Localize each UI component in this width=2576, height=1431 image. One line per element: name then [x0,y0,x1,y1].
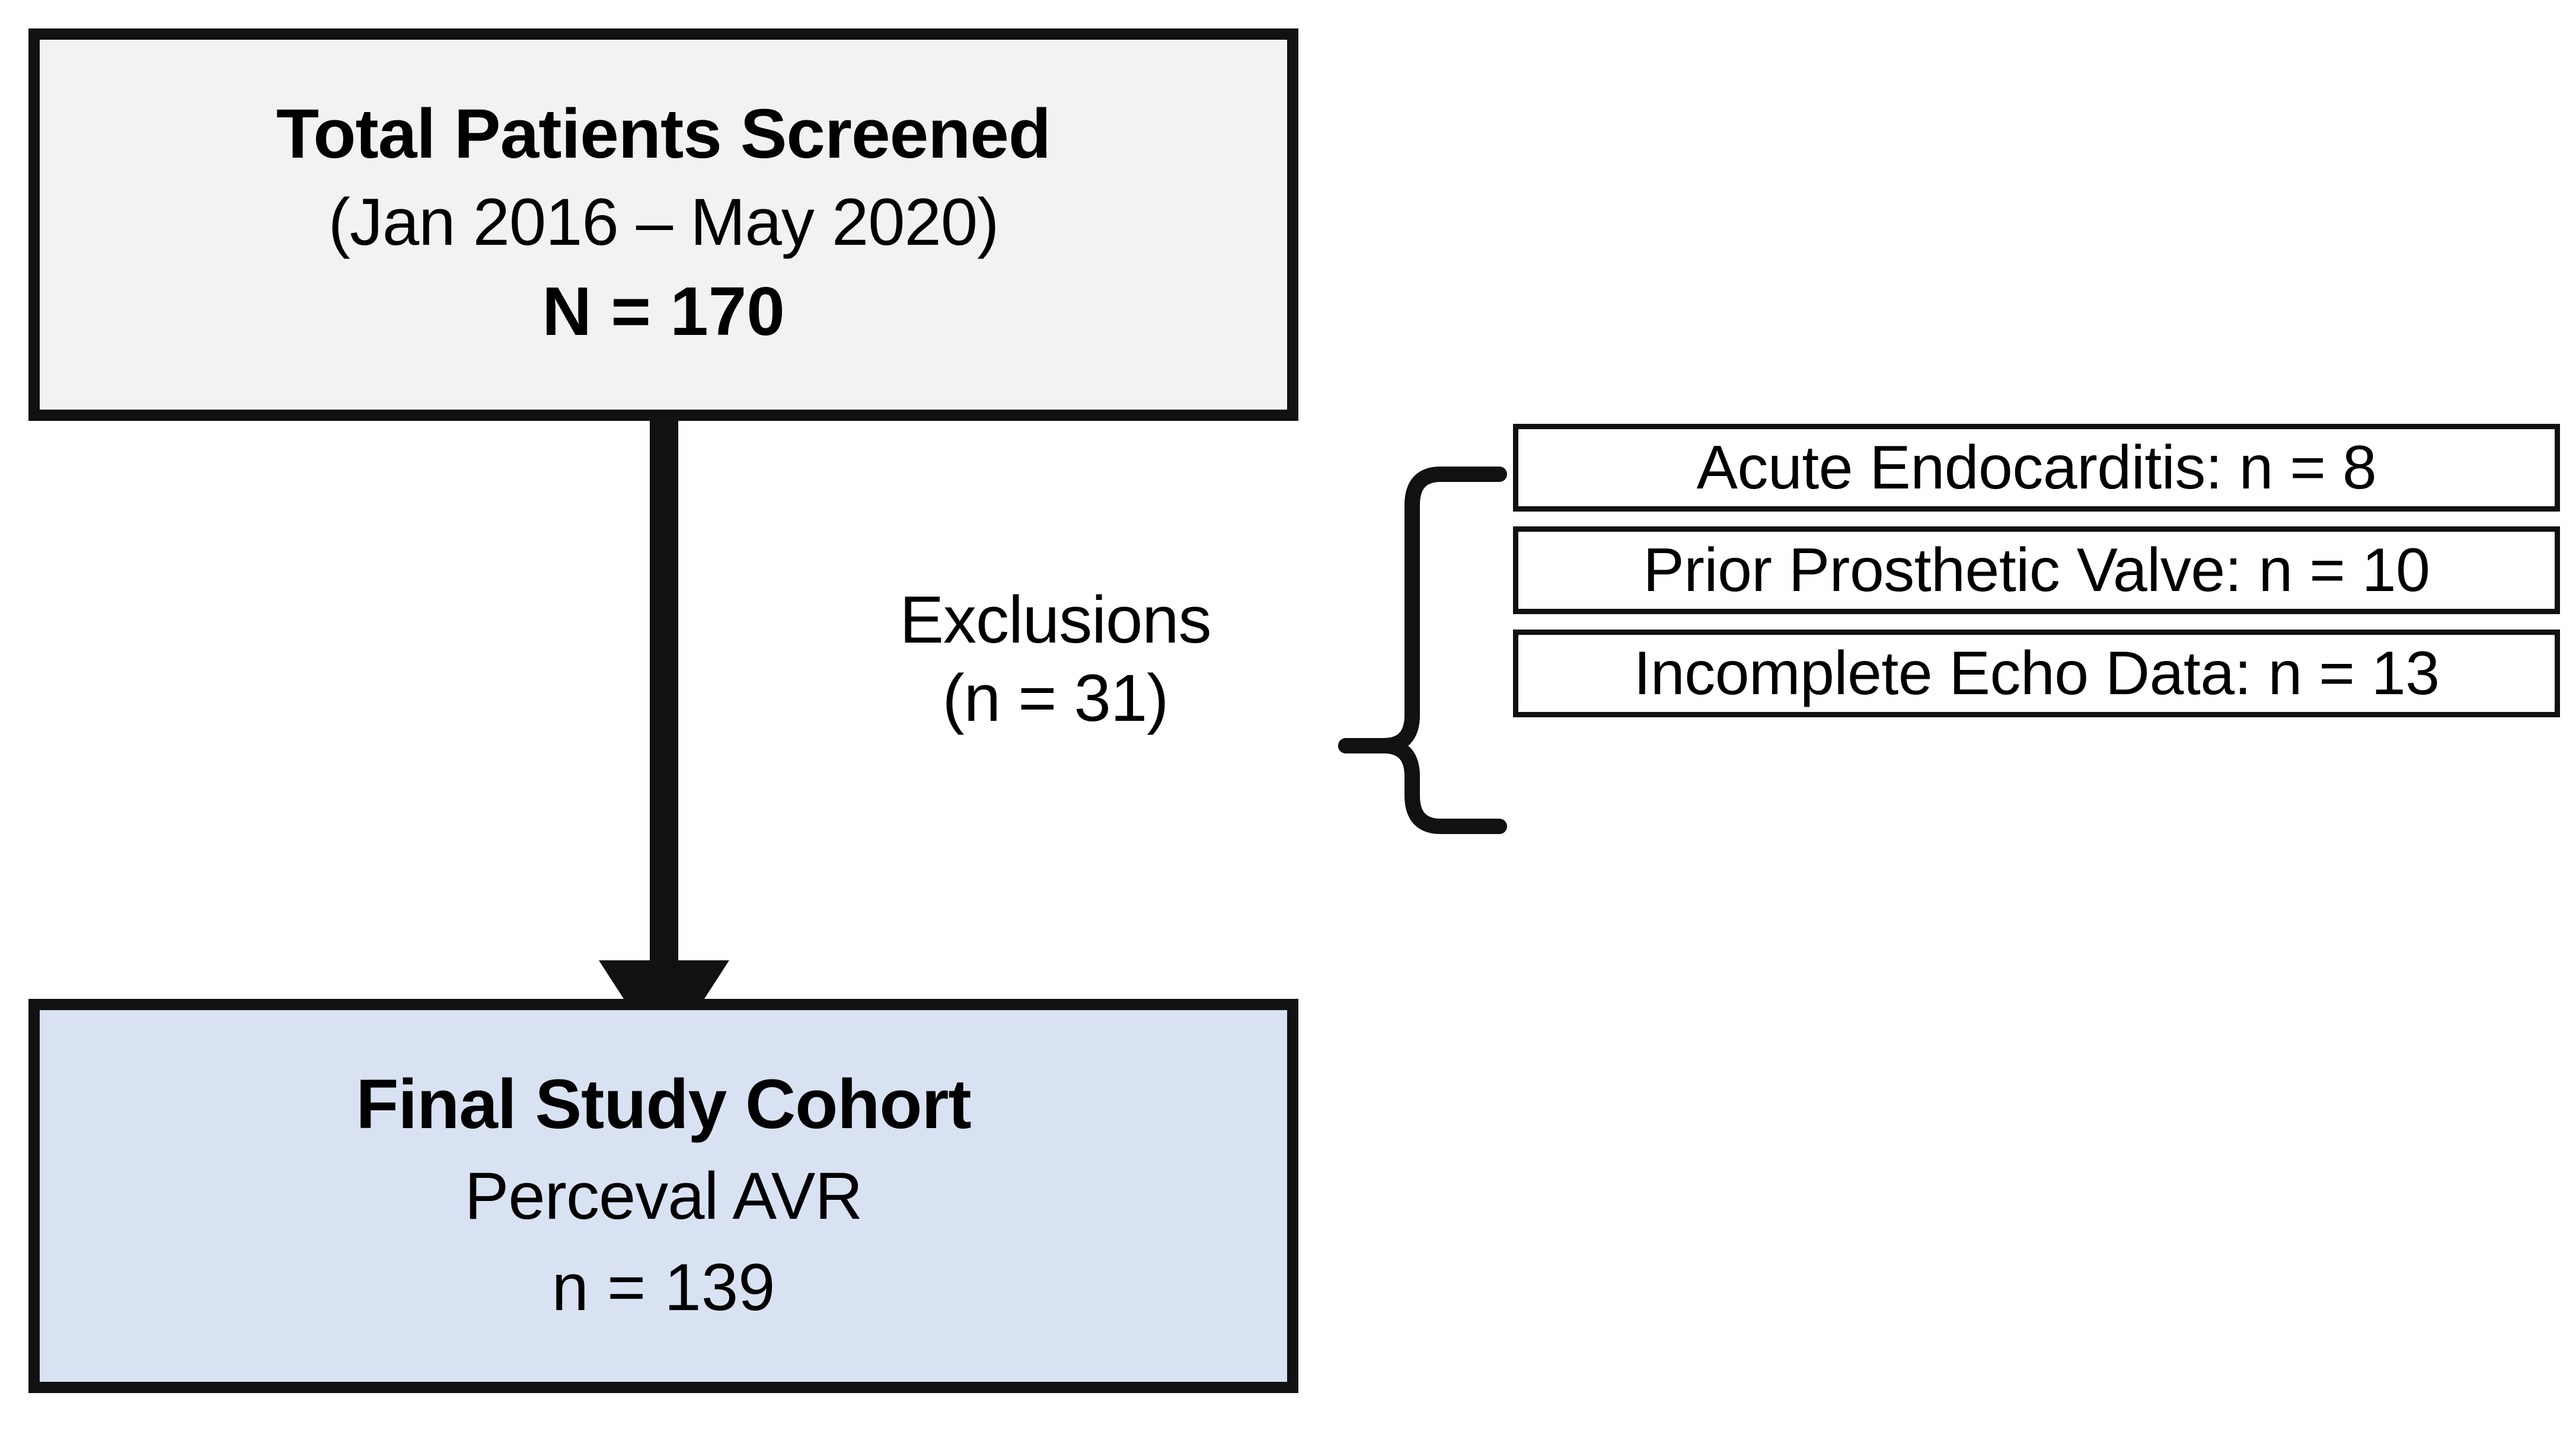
screened-title: Total Patients Screened [276,95,1051,173]
cohort-device: Perceval AVR [464,1158,863,1233]
exclusions-label: Exclusions (n = 31) [806,581,1304,737]
node-total-patients-screened: Total Patients Screened (Jan 2016 – May … [28,28,1298,421]
cohort-count: n = 139 [551,1250,775,1324]
screened-count: N = 170 [542,273,785,350]
node-final-study-cohort: Final Study Cohort Perceval AVR n = 139 [28,999,1298,1393]
main-arrow [599,415,729,1061]
node-exclusion-reason: Incomplete Echo Data: n = 13 [1513,630,2560,717]
node-exclusion-reason: Prior Prosthetic Valve: n = 10 [1513,526,2560,614]
screened-date-range: (Jan 2016 – May 2020) [328,185,1000,259]
exclusion-reason-label: Acute Endocarditis: n = 8 [1696,433,2377,502]
exclusion-reason-label: Prior Prosthetic Valve: n = 10 [1643,536,2430,605]
exclusion-reason-label: Incomplete Echo Data: n = 13 [1633,639,2440,708]
curly-brace-icon [1338,467,1507,834]
cohort-title: Final Study Cohort [356,1065,971,1143]
exclusions-label-title: Exclusions [899,583,1211,657]
node-exclusion-reason: Acute Endocarditis: n = 8 [1513,424,2560,512]
exclusions-label-count: (n = 31) [942,661,1169,736]
